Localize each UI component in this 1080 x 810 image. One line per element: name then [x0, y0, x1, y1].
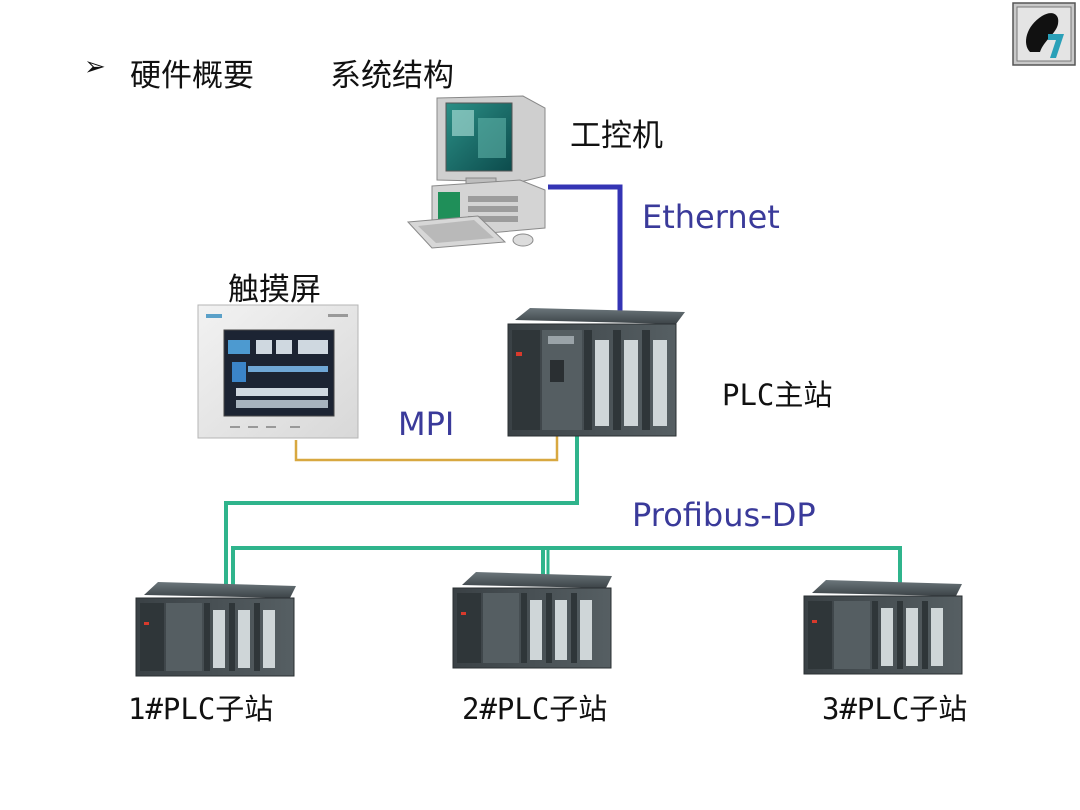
step7-logo-icon — [1012, 2, 1076, 66]
node-label-hmi: 触摸屏 — [228, 272, 321, 308]
network-label-profibus: Profibus-DP — [632, 496, 816, 534]
node-label-slave-3: 3#PLC子站 — [822, 692, 968, 726]
industrial-pc-icon — [406, 95, 546, 249]
node-label-slave-2: 2#PLC子站 — [462, 692, 608, 726]
plc-master-icon — [507, 308, 685, 437]
page-subtitle: 系统结构 — [330, 58, 454, 94]
page-title: 硬件概要 — [130, 58, 254, 94]
bullet-icon: ➢ — [84, 52, 106, 82]
network-label-mpi: MPI — [398, 405, 455, 443]
plc-slave-1-icon — [135, 582, 296, 677]
ethernet-cable — [548, 184, 623, 318]
mpi-cable — [294, 432, 559, 462]
profibus-trunk — [224, 432, 579, 590]
plc-slave-3-icon — [803, 580, 963, 675]
plc-slave-2-icon — [452, 572, 612, 669]
node-label-ipc: 工控机 — [570, 118, 663, 154]
hmi-touchscreen-icon — [197, 304, 359, 439]
node-label-slave-1: 1#PLC子站 — [128, 692, 274, 726]
network-label-ethernet: Ethernet — [642, 198, 780, 236]
profibus-bus — [231, 546, 902, 590]
node-label-master: PLC主站 — [722, 378, 833, 412]
